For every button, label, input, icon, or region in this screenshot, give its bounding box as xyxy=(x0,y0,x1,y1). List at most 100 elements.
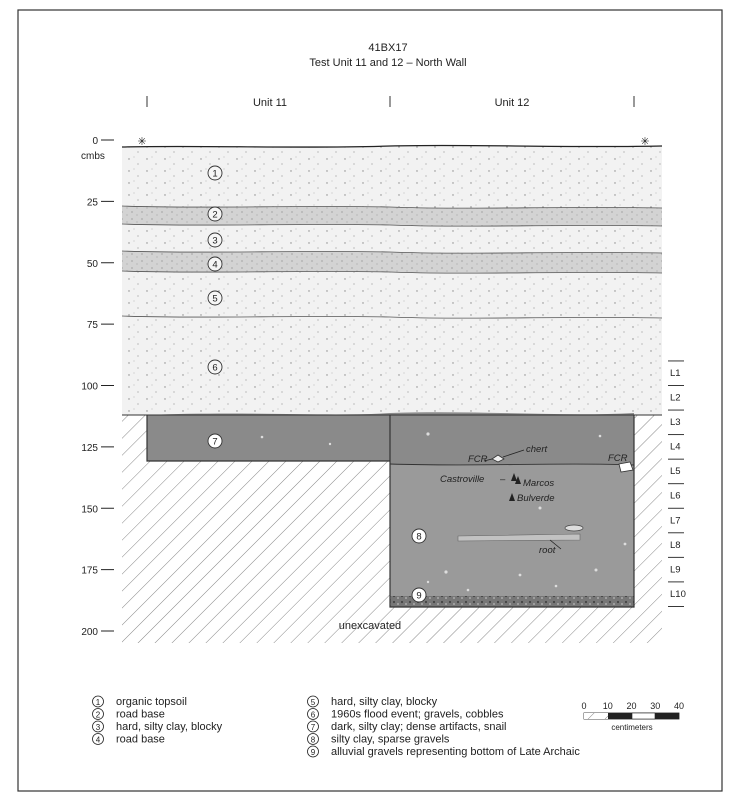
depth-tick-label: 200 xyxy=(81,627,98,638)
depth-tick-label: 50 xyxy=(87,259,99,270)
depth-axis: 0 25 50 75 100 125 150 175 200 xyxy=(81,136,114,638)
grass-right-icon: ✳ xyxy=(640,136,649,148)
marcos-label: Marcos xyxy=(523,478,554,489)
annotation-leaders xyxy=(483,449,562,550)
depth-tick-label: 175 xyxy=(81,566,98,577)
scale-tick-label: 0 xyxy=(581,701,586,711)
depth-tick-label: 25 xyxy=(87,197,99,208)
legend-item: 6 1960s flood event; gravels, cobbles xyxy=(307,708,504,721)
svg-text:1: 1 xyxy=(212,169,217,180)
castroville-dash: – xyxy=(500,474,506,485)
level-label: L3 xyxy=(670,417,681,428)
layer-number-marker: 6 xyxy=(207,359,223,375)
svg-text:hard, silty clay, blocky: hard, silty clay, blocky xyxy=(116,721,223,733)
root-feature xyxy=(457,533,581,542)
level-label: L8 xyxy=(670,540,681,551)
scale-unit-label: centimeters xyxy=(611,723,652,732)
layer-5-silty-clay xyxy=(122,271,662,319)
level-label: L2 xyxy=(670,393,681,404)
unit-12-walls xyxy=(389,415,635,608)
layer-number-marker: 8 xyxy=(411,528,427,544)
layer-number-marker: 5 xyxy=(207,290,223,306)
legend-item: 8 silty clay, sparse gravels xyxy=(307,733,450,746)
layer-8-silty-clay xyxy=(390,464,634,596)
unit-11-floor xyxy=(146,415,390,462)
svg-text:3: 3 xyxy=(212,236,217,247)
figure-border xyxy=(17,9,723,792)
boundary-3-4 xyxy=(121,250,663,254)
svg-text:road base: road base xyxy=(116,709,165,721)
boundary-5-6 xyxy=(121,315,663,319)
layer-number-marker: 4 xyxy=(207,256,223,272)
svg-text:9: 9 xyxy=(416,591,421,602)
layer-3-silty-clay xyxy=(122,224,662,254)
svg-text:8: 8 xyxy=(311,736,316,745)
ground-surface-line xyxy=(121,144,663,148)
svg-text:6: 6 xyxy=(311,711,316,720)
marcos-point-icon xyxy=(515,476,521,484)
boundary-4-5 xyxy=(121,270,663,274)
fcr-right-label: FCR xyxy=(608,453,628,464)
svg-text:2: 2 xyxy=(212,210,217,221)
level-label: L6 xyxy=(670,491,681,502)
legend-item: 7 dark, silty clay; dense artifacts, snai… xyxy=(307,720,506,733)
unit-12-label: Unit 12 xyxy=(495,97,530,109)
depth-tick-label: 0 xyxy=(92,136,98,147)
layer-markers: 1 2 3 4 5 6 7 8 9 xyxy=(207,165,427,603)
layer-1-topsoil xyxy=(122,145,662,209)
svg-text:silty clay, sparse gravels: silty clay, sparse gravels xyxy=(331,734,450,746)
site-number: 41BX17 xyxy=(368,42,407,54)
svg-text:7: 7 xyxy=(311,723,316,732)
level-label: L4 xyxy=(670,442,681,453)
layer-number-marker: 2 xyxy=(207,206,223,222)
unexcavated-label: unexcavated xyxy=(339,620,401,632)
layer-number-marker: 7 xyxy=(207,433,223,449)
svg-text:organic topsoil: organic topsoil xyxy=(116,696,187,708)
soil-profile xyxy=(121,144,663,643)
depth-tick-label: 75 xyxy=(87,320,99,331)
figure-subtitle: Test Unit 11 and 12 – North Wall xyxy=(309,57,466,69)
level-label: L7 xyxy=(670,515,681,526)
depth-tick-label: 100 xyxy=(81,382,98,393)
layer-number-marker: 1 xyxy=(207,165,223,181)
scale-tick-label: 20 xyxy=(626,701,636,711)
depth-tick-label: 125 xyxy=(81,443,98,454)
svg-text:8: 8 xyxy=(416,532,421,543)
legend-item: 1 organic topsoil xyxy=(92,695,187,708)
layer-6-flood-deposit xyxy=(122,316,662,415)
fcr-left-label: FCR xyxy=(468,454,488,465)
chert-artifact xyxy=(491,454,505,463)
svg-text:3: 3 xyxy=(96,723,101,732)
chert-label: chert xyxy=(526,444,547,455)
svg-text:5: 5 xyxy=(311,698,316,707)
grass-left-icon: ✳ xyxy=(137,136,146,148)
level-label: L10 xyxy=(670,589,686,600)
depth-unit-label: cmbs xyxy=(81,151,105,162)
svg-text:1: 1 xyxy=(96,698,101,707)
layer-9-alluvial-gravels xyxy=(390,596,634,607)
svg-text:5: 5 xyxy=(212,294,217,305)
svg-text:6: 6 xyxy=(212,363,217,374)
gravel-inclusions xyxy=(260,432,627,592)
svg-text:4: 4 xyxy=(212,260,217,271)
svg-text:road base: road base xyxy=(116,734,165,746)
level-label: L5 xyxy=(670,466,681,477)
layer-number-marker: 9 xyxy=(411,587,427,603)
svg-text:1960s flood event; gravels, co: 1960s flood event; gravels, cobbles xyxy=(331,709,504,721)
boundary-2-3 xyxy=(121,223,663,227)
scale-tick-label: 30 xyxy=(650,701,660,711)
scale-tick-label: 40 xyxy=(674,701,684,711)
level-label: L1 xyxy=(670,368,681,379)
depth-tick-label: 150 xyxy=(81,504,98,515)
bulverde-point-icon xyxy=(509,493,515,501)
svg-text:dark, silty clay; dense artifa: dark, silty clay; dense artifacts, snail xyxy=(331,721,506,733)
boundary-1-2 xyxy=(121,205,663,209)
unit-11-label: Unit 11 xyxy=(253,97,287,109)
